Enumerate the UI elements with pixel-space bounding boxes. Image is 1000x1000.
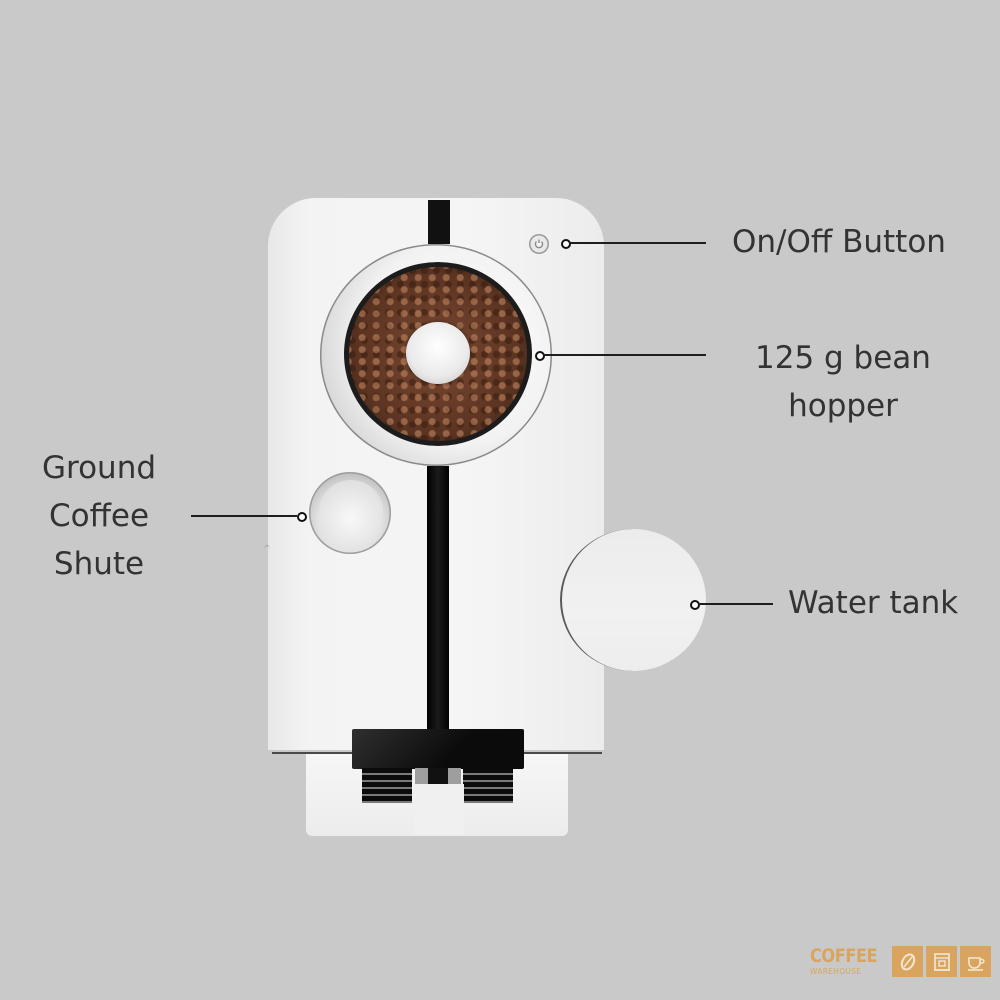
coffee-bean-icon — [892, 946, 924, 977]
logo-subtitle: WAREHOUSE — [810, 967, 862, 977]
logo-wordmark: COFFEE WAREHOUSE — [810, 947, 889, 976]
coffee-cup-icon — [960, 946, 992, 977]
coffee-spout — [352, 729, 524, 769]
label-on-off-button: On/Off Button — [732, 224, 946, 260]
coffee-warehouse-logo: COFFEE WAREHOUSE — [810, 946, 992, 977]
callout-line-bean-hopper — [543, 354, 706, 356]
callout-dot-water-tank — [690, 600, 700, 610]
callout-line-on-off — [569, 242, 706, 244]
label-ground-coffee-shute: Ground Coffee Shute — [42, 450, 157, 582]
callout-dot-ground-coffee — [297, 512, 307, 522]
logo-title: COFFEE — [810, 945, 878, 968]
callout-dot-bean-hopper — [535, 351, 545, 361]
spout-nozzle — [428, 768, 448, 786]
bean-hopper-lid-center — [406, 322, 470, 384]
ground-coffee-chute-lid — [319, 480, 383, 544]
center-strip — [427, 466, 449, 730]
top-slot — [428, 200, 450, 244]
espresso-machine-icon — [926, 946, 958, 977]
water-tank — [560, 529, 706, 671]
callout-line-water-tank — [698, 603, 773, 605]
label-water-tank: Water tank — [788, 585, 959, 621]
spout-fins-left — [362, 768, 412, 803]
cup-plate — [414, 784, 464, 834]
power-button — [529, 234, 549, 254]
spout-fins-right — [463, 768, 513, 803]
label-bean-hopper: 125 g bean hopper — [755, 340, 931, 424]
callout-line-ground-coffee — [191, 515, 297, 517]
power-icon — [534, 239, 544, 249]
side-knob — [264, 545, 270, 554]
callout-dot-on-off — [561, 239, 571, 249]
